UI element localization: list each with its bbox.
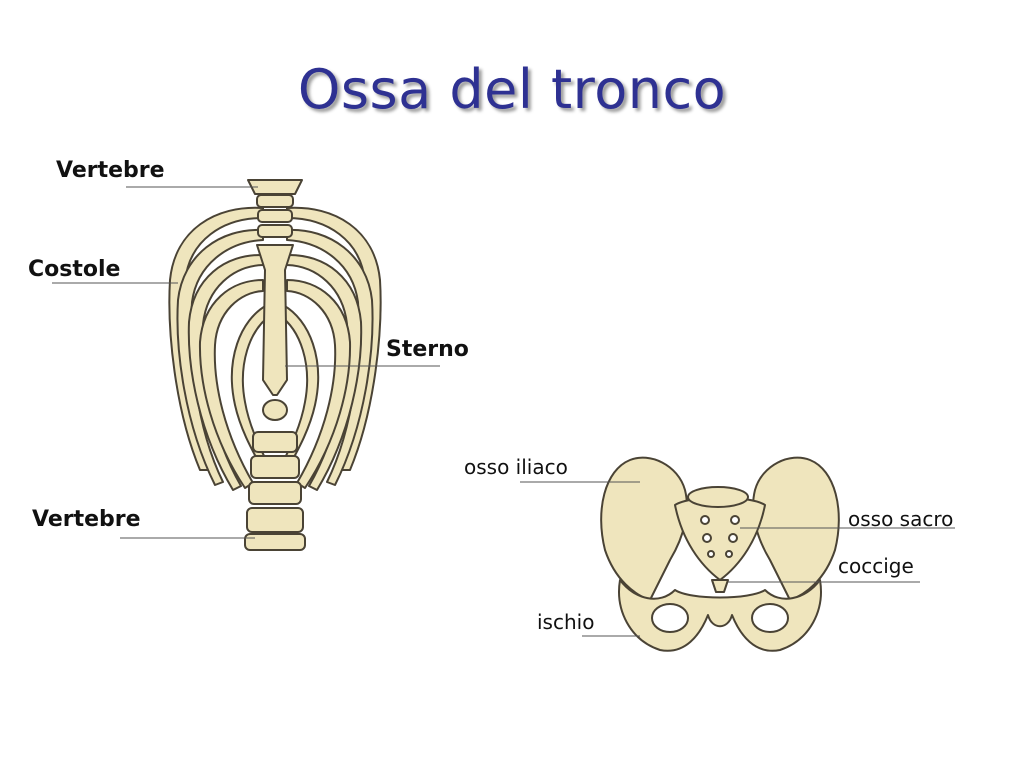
label-vertebre-top: Vertebre — [56, 158, 165, 183]
slide-title: Ossa del tronco — [297, 58, 727, 121]
label-sterno: Sterno — [386, 337, 469, 362]
label-costole: Costole — [28, 257, 121, 282]
label-coccige: coccige — [838, 554, 914, 578]
label-osso-sacro: osso sacro — [848, 507, 954, 531]
pelvis-illustration — [600, 456, 840, 652]
label-ischio: ischio — [537, 610, 595, 634]
rib-cage-illustration — [168, 179, 382, 551]
label-vertebre-bottom: Vertebre — [32, 507, 141, 532]
label-osso-iliaco: osso iliaco — [464, 455, 568, 479]
